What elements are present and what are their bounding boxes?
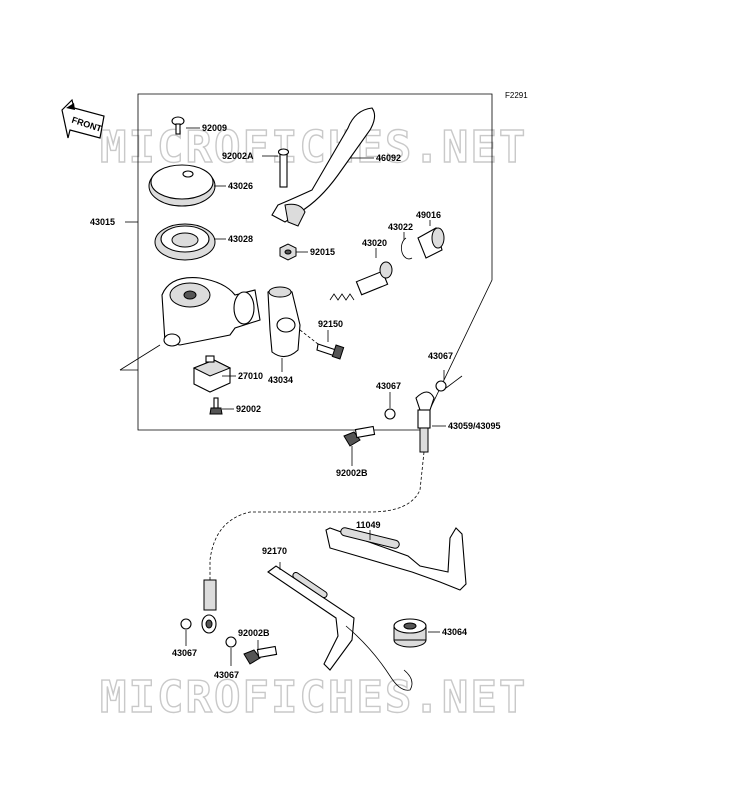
label-43026: 43026 <box>228 181 253 191</box>
label-92002: 92002 <box>236 404 261 414</box>
figure-code: F2291 <box>505 91 528 100</box>
front-arrow-icon: FRONT <box>61 98 105 139</box>
label-92150: 92150 <box>318 319 343 329</box>
part-43067-washer-b <box>384 408 396 420</box>
part-lower-hose-fitting <box>201 579 217 634</box>
part-43034-clamp <box>267 286 301 358</box>
part-49016-boot <box>417 227 445 259</box>
part-92170-bracket <box>267 565 413 691</box>
part-92002B-bolt-a <box>343 425 376 447</box>
label-43064: 43064 <box>442 627 467 637</box>
part-43064-rubber <box>393 618 427 648</box>
part-43067-washer-a <box>435 380 447 392</box>
label-46092: 46092 <box>376 153 401 163</box>
label-43067-c: 43067 <box>172 648 197 658</box>
label-92002B-a: 92002B <box>336 468 368 478</box>
part-43067-washer-c <box>180 618 192 630</box>
part-46092-lever <box>271 107 376 227</box>
part-43059-hose-fitting <box>415 391 435 453</box>
watermark-top: MICROFICHES.NET <box>100 122 527 173</box>
label-43067-a: 43067 <box>428 351 453 361</box>
label-92015: 92015 <box>310 247 335 257</box>
label-43059: 43059/43095 <box>448 421 501 431</box>
part-43020-piston <box>329 261 393 301</box>
label-43034: 43034 <box>268 375 293 385</box>
part-master-cylinder-body <box>161 277 261 347</box>
brake-hose <box>209 451 425 580</box>
label-92002A: 92002A <box>222 151 254 161</box>
part-43022-circlip <box>400 237 413 260</box>
label-43067-d: 43067 <box>214 670 239 680</box>
label-92009: 92009 <box>202 123 227 133</box>
watermark-bottom: MICROFICHES.NET <box>100 672 527 723</box>
label-43020: 43020 <box>362 238 387 248</box>
part-92002-screw <box>209 397 223 415</box>
part-92002B-bolt-b <box>243 645 278 665</box>
label-92002B-b: 92002B <box>238 628 270 638</box>
label-49016: 49016 <box>416 210 441 220</box>
part-43026-cap <box>148 164 216 207</box>
label-43015: 43015 <box>90 217 115 227</box>
label-43022: 43022 <box>388 222 413 232</box>
part-27010-switch <box>192 355 232 393</box>
label-11049: 11049 <box>356 520 381 530</box>
label-43028: 43028 <box>228 234 253 244</box>
part-92002A-pin <box>277 148 290 188</box>
part-11049-bracket <box>325 527 467 591</box>
label-43067-b: 43067 <box>376 381 401 391</box>
part-92009-screw <box>171 116 185 135</box>
part-92015-nut <box>279 243 297 261</box>
part-43067-washer-d <box>225 636 237 648</box>
label-27010: 27010 <box>238 371 263 381</box>
part-92150-bolt <box>316 343 345 360</box>
assembly-outline <box>137 93 493 431</box>
label-92170: 92170 <box>262 546 287 556</box>
part-43028-diaphragm <box>154 223 216 261</box>
